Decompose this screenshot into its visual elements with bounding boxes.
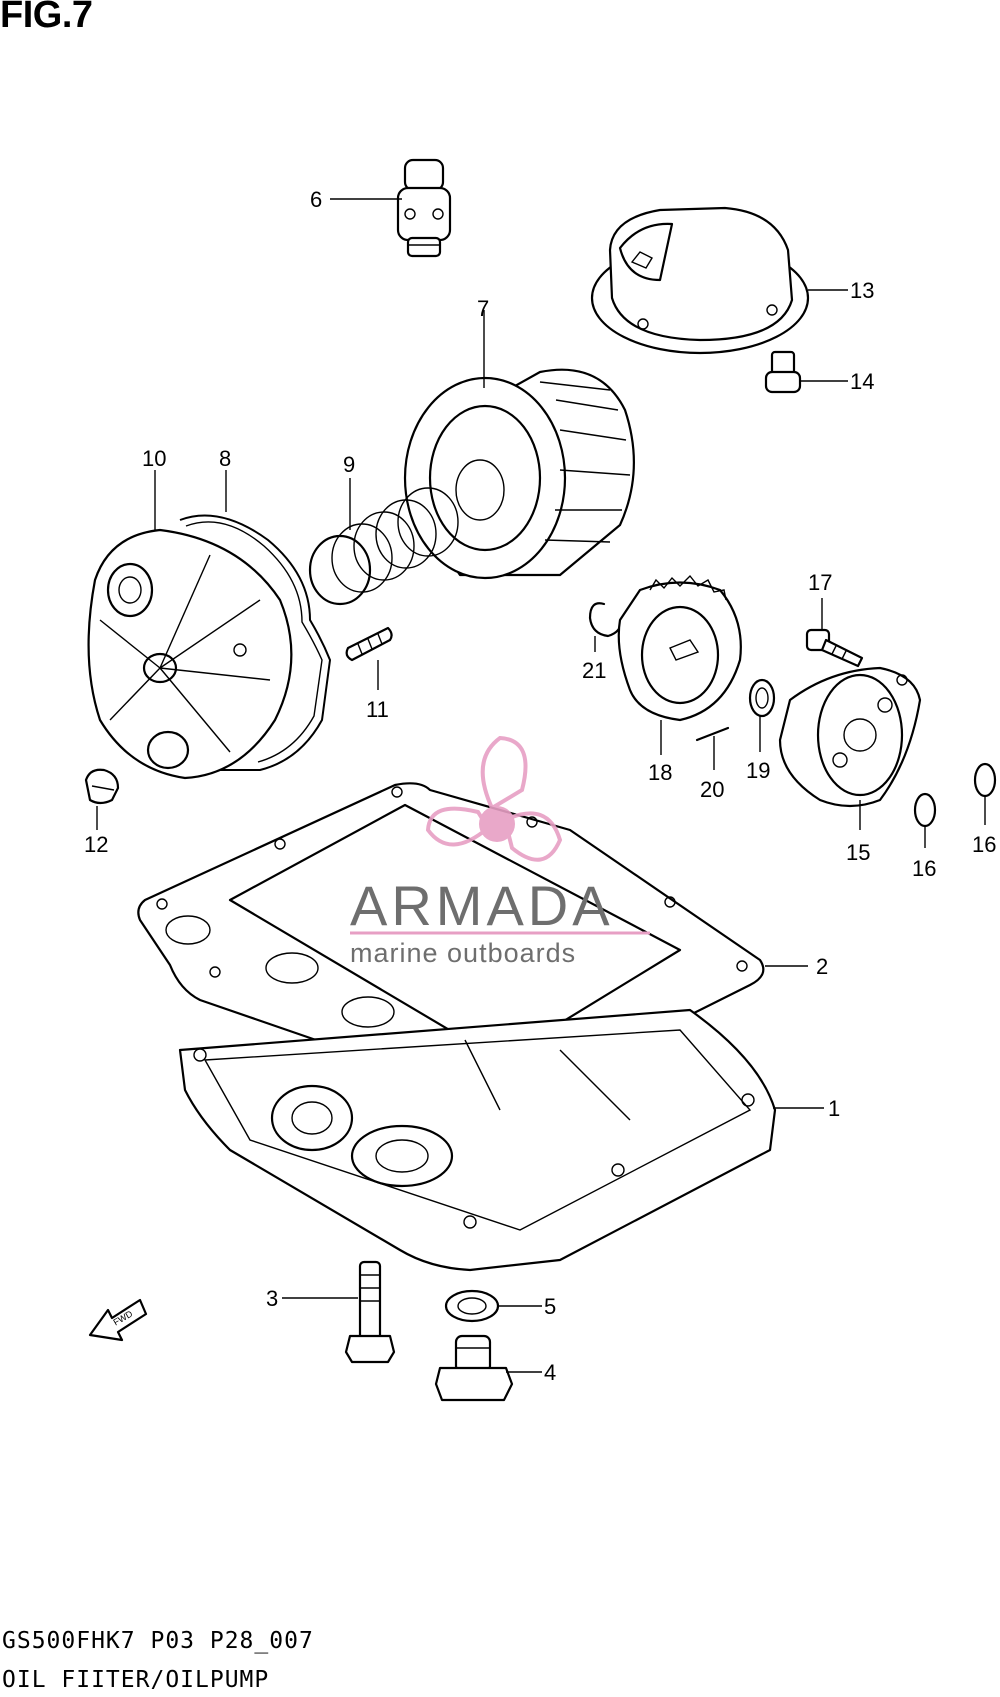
part-21-circlip[interactable] bbox=[588, 602, 624, 638]
section-name: OIL FIITER/OILPUMP bbox=[2, 1667, 270, 1693]
callout-15: 15 bbox=[846, 840, 870, 865]
part-19-washer[interactable] bbox=[748, 678, 776, 718]
part-20-pin[interactable] bbox=[695, 726, 730, 742]
part-16-o-ring-b[interactable] bbox=[973, 762, 997, 798]
arrow-fwd-icon: FWD bbox=[88, 1298, 148, 1342]
part-9-spring[interactable] bbox=[308, 487, 459, 606]
callout-20: 20 bbox=[700, 777, 724, 802]
part-8-gasket[interactable] bbox=[179, 514, 332, 771]
part-6-plug[interactable] bbox=[396, 158, 452, 258]
part-17-screw[interactable] bbox=[805, 628, 864, 668]
model-code: GS500FHK7 P03 P28_007 bbox=[2, 1628, 314, 1654]
part-18-gear[interactable] bbox=[617, 574, 742, 722]
callout-labels: 6 7 13 14 10 8 9 11 12 21 18 20 19 17 15… bbox=[84, 187, 996, 1385]
callout-8: 8 bbox=[219, 446, 231, 471]
callout-6: 6 bbox=[310, 187, 322, 212]
callout-1: 1 bbox=[828, 1096, 840, 1121]
callout-16-a: 16 bbox=[912, 856, 936, 881]
callout-9: 9 bbox=[343, 452, 355, 477]
callout-7: 7 bbox=[477, 296, 489, 321]
callout-21: 21 bbox=[582, 658, 606, 683]
part-3-bolt[interactable] bbox=[344, 1260, 396, 1364]
part-16-o-ring-a[interactable] bbox=[913, 792, 937, 828]
part-4-drain-plug[interactable] bbox=[434, 1334, 514, 1402]
callout-17: 17 bbox=[808, 570, 832, 595]
leader-lines bbox=[96, 198, 986, 1373]
part-10-filter-cap[interactable] bbox=[87, 528, 293, 780]
callout-11: 11 bbox=[366, 697, 389, 722]
callout-16-b: 16 bbox=[972, 832, 996, 857]
part-12-cap-nut[interactable] bbox=[84, 768, 120, 805]
part-11-stud[interactable] bbox=[345, 626, 393, 662]
callout-12: 12 bbox=[84, 832, 108, 857]
part-1-oil-pan[interactable] bbox=[178, 1008, 777, 1272]
callout-13: 13 bbox=[850, 278, 874, 303]
callout-4: 4 bbox=[544, 1360, 556, 1385]
part-7-oil-filter[interactable] bbox=[403, 368, 635, 580]
callout-2: 2 bbox=[816, 954, 828, 979]
callout-10: 10 bbox=[142, 446, 166, 471]
callout-3: 3 bbox=[266, 1286, 278, 1311]
part-13-cover[interactable] bbox=[590, 206, 810, 355]
callout-5: 5 bbox=[544, 1294, 556, 1319]
part-5-washer[interactable] bbox=[444, 1289, 500, 1323]
callout-18: 18 bbox=[648, 760, 672, 785]
part-14-bolt[interactable] bbox=[764, 350, 802, 394]
part-15-oil-pump[interactable] bbox=[778, 666, 922, 808]
callout-19: 19 bbox=[746, 758, 770, 783]
figure-title: FIG.7 bbox=[0, 0, 93, 36]
callout-14: 14 bbox=[850, 369, 874, 394]
